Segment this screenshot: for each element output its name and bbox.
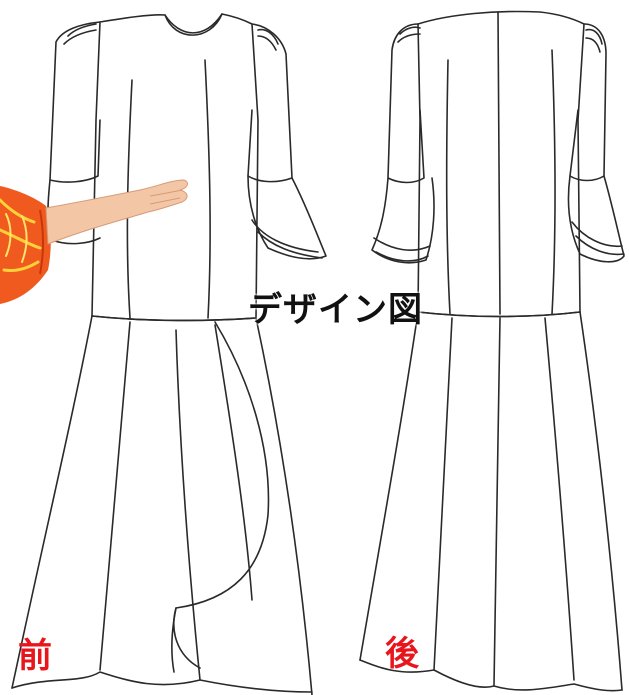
back-skirt-right	[579, 311, 623, 691]
hand-pointer-illustration	[0, 179, 188, 304]
back-right-sleeve	[569, 23, 607, 182]
front-skirt-left	[11, 315, 93, 689]
front-waist-seam	[91, 315, 257, 322]
back-skirt-inner-2	[493, 317, 501, 686]
back-bodice	[417, 10, 585, 318]
back-princess-seam-left	[445, 59, 451, 315]
back-skirt-left	[359, 311, 419, 661]
back-skirt-inner-3	[544, 317, 575, 681]
front-left-sleeve	[49, 21, 101, 183]
back-left-sleeve-gathers	[397, 26, 421, 43]
front-skirt-inner-right	[214, 324, 253, 601]
front-princess-seam-right	[204, 59, 211, 319]
front-skirt-inner-mid	[175, 329, 201, 681]
front-hem	[11, 671, 313, 693]
front-skirt-right	[255, 317, 313, 695]
back-dress-sketch	[359, 10, 625, 692]
front-drape	[173, 321, 270, 669]
back-princess-seam-right	[551, 49, 556, 315]
hand	[45, 179, 188, 245]
back-view-label: 後	[385, 634, 419, 674]
back-right-sleeve-gathers	[585, 28, 603, 53]
back-right-flounce	[567, 175, 625, 263]
back-waist-seam	[417, 311, 581, 318]
front-dress-sketch	[11, 13, 327, 695]
front-left-sleeve-gathers	[63, 23, 97, 45]
front-right-sleeve	[247, 23, 293, 183]
design-drawing-title: デザイン図	[248, 290, 423, 330]
back-left-flounce	[371, 177, 435, 264]
front-right-flounce	[247, 175, 327, 260]
front-neckline	[164, 13, 223, 36]
front-bodice	[91, 13, 259, 322]
back-center-seam	[497, 11, 501, 315]
front-right-sleeve-gathers	[257, 28, 279, 51]
back-hem	[359, 659, 623, 692]
front-view-label: 前	[18, 636, 52, 676]
back-skirt-inner-1	[433, 317, 453, 671]
front-skirt-inner-left	[99, 321, 131, 671]
